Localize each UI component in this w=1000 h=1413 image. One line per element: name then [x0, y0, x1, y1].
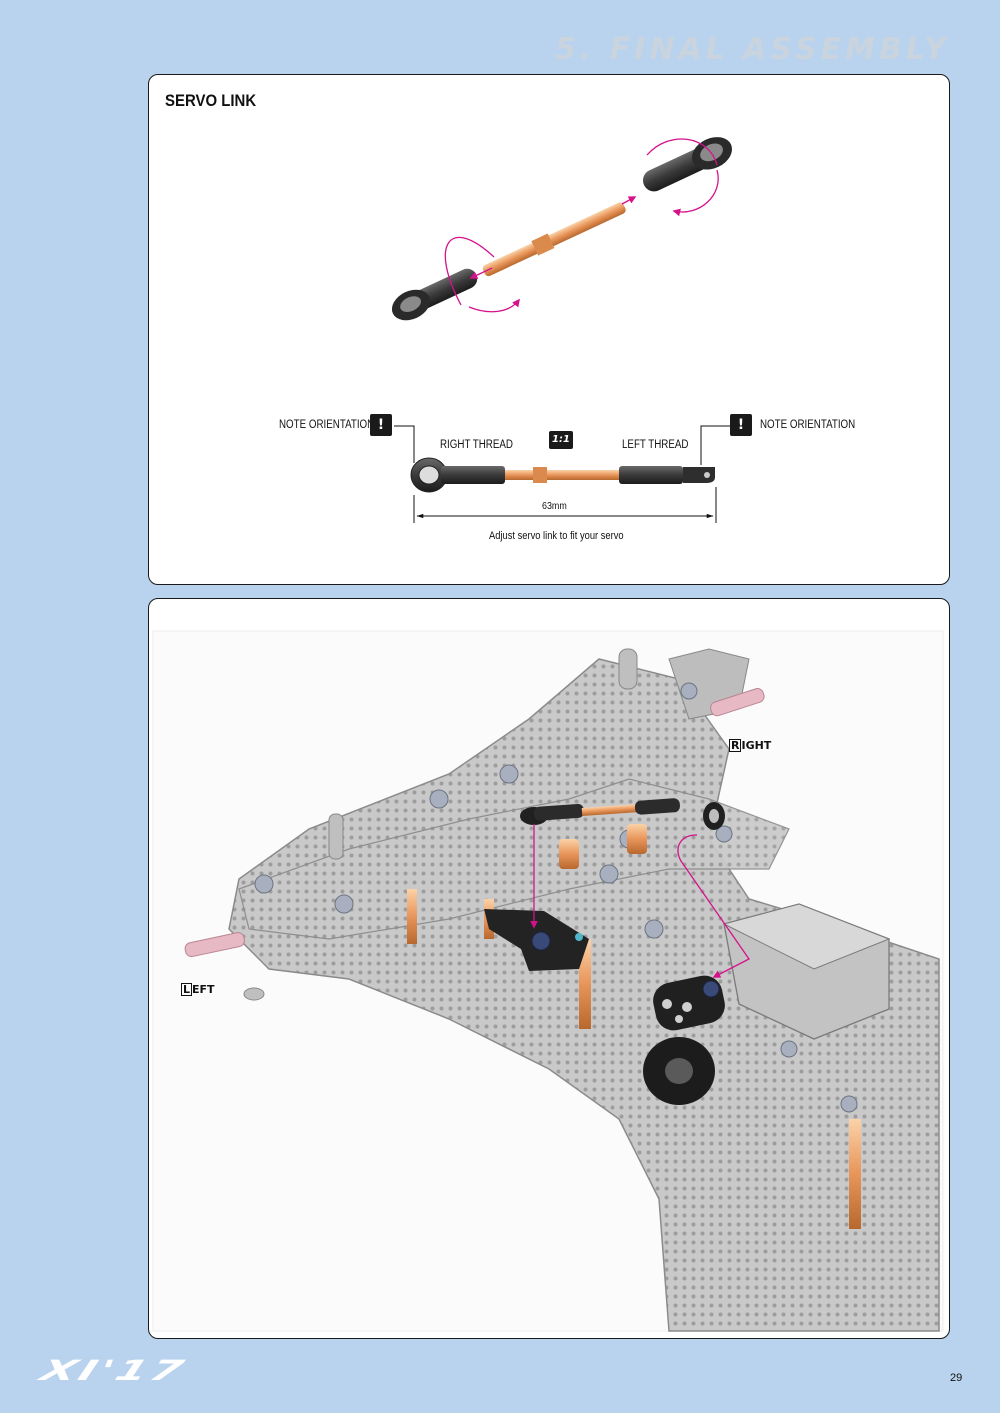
page-number: 29	[950, 1372, 963, 1384]
steering-plate	[484, 909, 589, 971]
note-left-warning-icon: !	[370, 414, 392, 436]
length-dimension-label: 63mm	[542, 500, 567, 512]
chassis-illustration	[152, 630, 944, 1332]
panel-title: SERVO LINK	[165, 91, 257, 110]
exploded-servo-link	[391, 137, 733, 321]
note-orientation-left-label: NOTE ORIENTATION	[279, 419, 375, 431]
assembled-servo-link	[410, 457, 715, 493]
top-deck	[238, 778, 790, 940]
scale-badge: 1:1	[549, 431, 573, 449]
servo-ball-stud	[702, 980, 720, 998]
adjust-instruction: Adjust servo link to fit your servo	[489, 530, 624, 542]
servo-link-panel: SERVO LINK	[148, 74, 950, 585]
brand-logo: XI'17	[35, 1354, 192, 1387]
note-right-warning-icon: !	[730, 414, 752, 436]
section-title: 5. FINAL ASSEMBLY	[555, 32, 950, 67]
left-thread-label: LEFT THREAD	[622, 439, 689, 451]
right-thread-label: RIGHT THREAD	[440, 439, 513, 451]
servo-link-illustration	[391, 137, 733, 523]
note-orientation-right-label: NOTE ORIENTATION	[760, 419, 856, 431]
installed-servo-link	[520, 798, 725, 830]
